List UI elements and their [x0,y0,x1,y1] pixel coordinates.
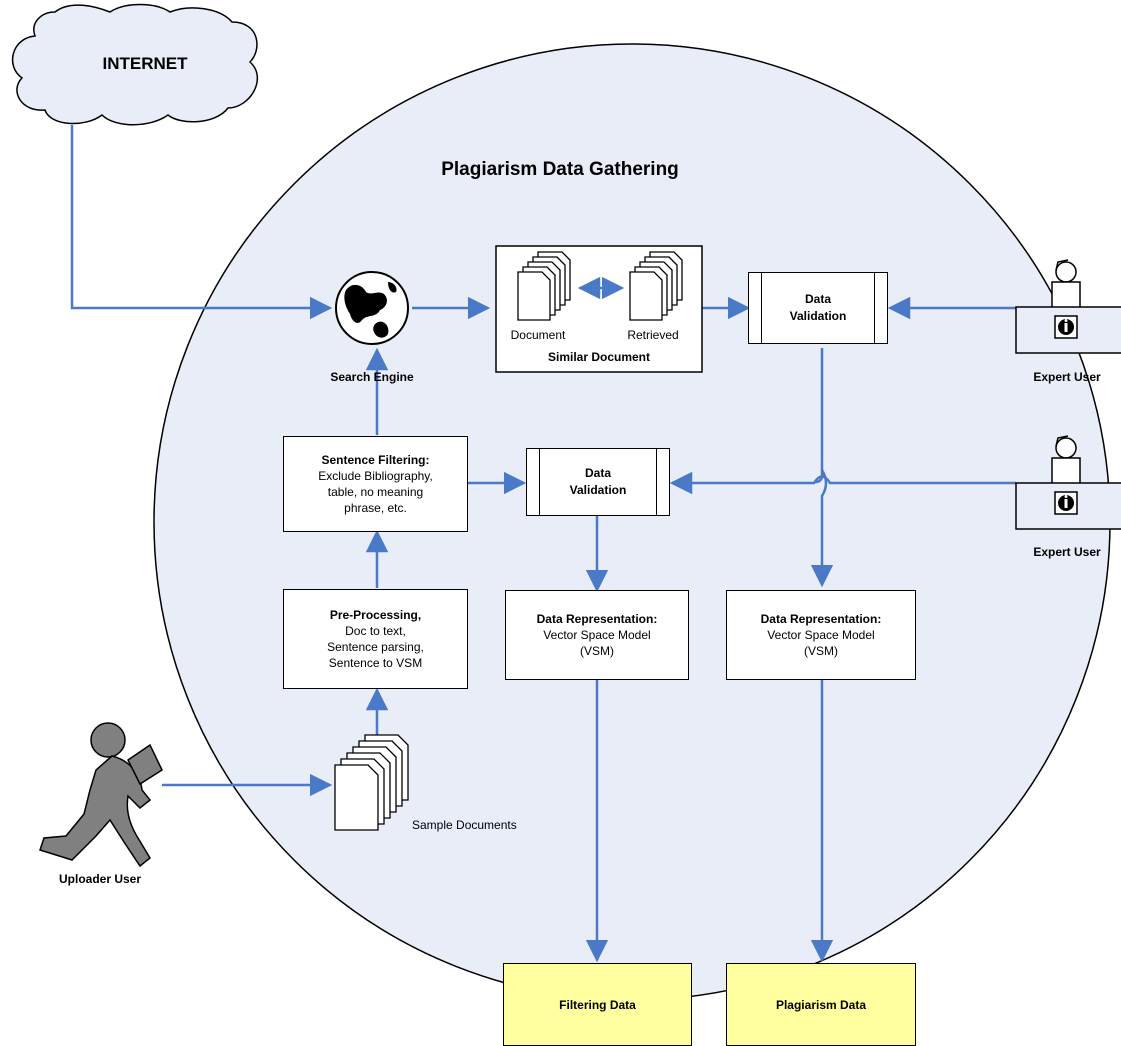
preprocessing-line3: Sentence to VSM [328,656,423,670]
sentence-filtering-line3: phrase, etc. [344,501,407,515]
preprocessing-box: Pre-Processing, Doc to text, Sentence pa… [283,589,468,689]
sentence-filtering-box: Sentence Filtering: Exclude Bibliography… [283,436,468,532]
data-representation-left-box: Data Representation: Vector Space Model … [505,590,689,680]
rep-left-line2: (VSM) [580,644,614,658]
sentence-filtering-title: Sentence Filtering: [321,453,430,467]
document-label: Document [510,328,566,342]
preprocessing-line2: Sentence parsing, [327,640,424,654]
doc-stack-document-icon [517,251,571,321]
diagram-title: Plagiarism Data Gathering [441,159,679,180]
rep-right-line2: (VSM) [804,644,838,658]
connector-lines [70,125,1016,963]
internet-label: INTERNET [102,54,188,73]
validation-mid-line2: Validation [569,483,627,497]
retrieved-label: Retrieved [627,328,679,342]
rep-left-title: Data Representation: [536,612,658,626]
data-validation-top-box: Data Validation [748,272,888,344]
filtering-data-label: Filtering Data [559,997,636,1012]
expert-user-top-icon [1015,259,1121,354]
validation-top-line1: Data [804,292,831,306]
data-representation-right-box: Data Representation: Vector Space Model … [726,590,916,680]
plagiarism-data-output-box: Plagiarism Data [726,963,916,1046]
sentence-filtering-line1: Exclude Bibliography, [318,469,433,483]
data-validation-mid-box: Data Validation [526,448,670,516]
uploader-user-icon [39,722,163,868]
search-engine-label: Search Engine [330,370,414,384]
sentence-filtering-line2: table, no meaning [327,485,424,499]
expert-user-mid-label: Expert User [1033,545,1101,559]
expert-user-mid-icon [1015,435,1121,530]
expert-user-top-label: Expert User [1033,370,1101,384]
validation-mid-line1: Data [584,466,611,480]
internet-connector [70,125,333,320]
uploader-user-label: Uploader User [58,872,142,886]
rep-left-line1: Vector Space Model [543,628,651,642]
internet-cloud-icon [11,3,259,126]
similar-document-title: Similar Document [547,350,651,364]
sample-documents-label: Sample Documents [412,818,517,832]
filtering-data-output-box: Filtering Data [503,963,692,1046]
doc-stack-retrieved-icon [629,251,683,321]
sample-documents-icon [334,734,409,831]
expert-mid-arrow [669,471,1016,495]
globe-icon [335,271,409,345]
preprocessing-line1: Doc to text, [345,624,406,638]
validation-top-line2: Validation [789,309,847,323]
validation-top-down-arrow [815,348,826,585]
preprocessing-title: Pre-Processing, [329,608,422,622]
plagiarism-data-label: Plagiarism Data [775,997,867,1012]
rep-right-line1: Vector Space Model [767,628,875,642]
rep-right-title: Data Representation: [760,612,882,626]
